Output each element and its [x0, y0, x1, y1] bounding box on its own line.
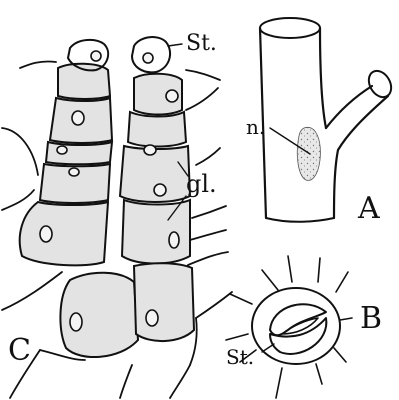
panel-c-glandular-hair: St. gl. C — [2, 31, 232, 398]
stoma-label: St. — [226, 345, 254, 369]
panel-b-letter: B — [360, 301, 382, 336]
stem-top-opening — [260, 18, 320, 38]
left-cell-column — [20, 64, 138, 357]
stomata-label: St. — [186, 31, 217, 56]
panel-c-letter: C — [8, 333, 31, 368]
panel-b-stoma: St. B — [226, 256, 382, 398]
panel-a-stem: n. A — [246, 18, 396, 226]
gland-label: gl. — [186, 170, 217, 198]
nectary-label: n. — [246, 115, 265, 139]
branch-cut-end — [364, 67, 395, 101]
stoma-leader — [262, 344, 274, 352]
stem-bottom — [266, 218, 334, 222]
panel-a-letter: A — [357, 191, 380, 226]
branch-upper-edge — [326, 86, 372, 128]
radiating-cell-walls — [226, 256, 352, 398]
stem-right-edge-upper — [320, 28, 326, 128]
